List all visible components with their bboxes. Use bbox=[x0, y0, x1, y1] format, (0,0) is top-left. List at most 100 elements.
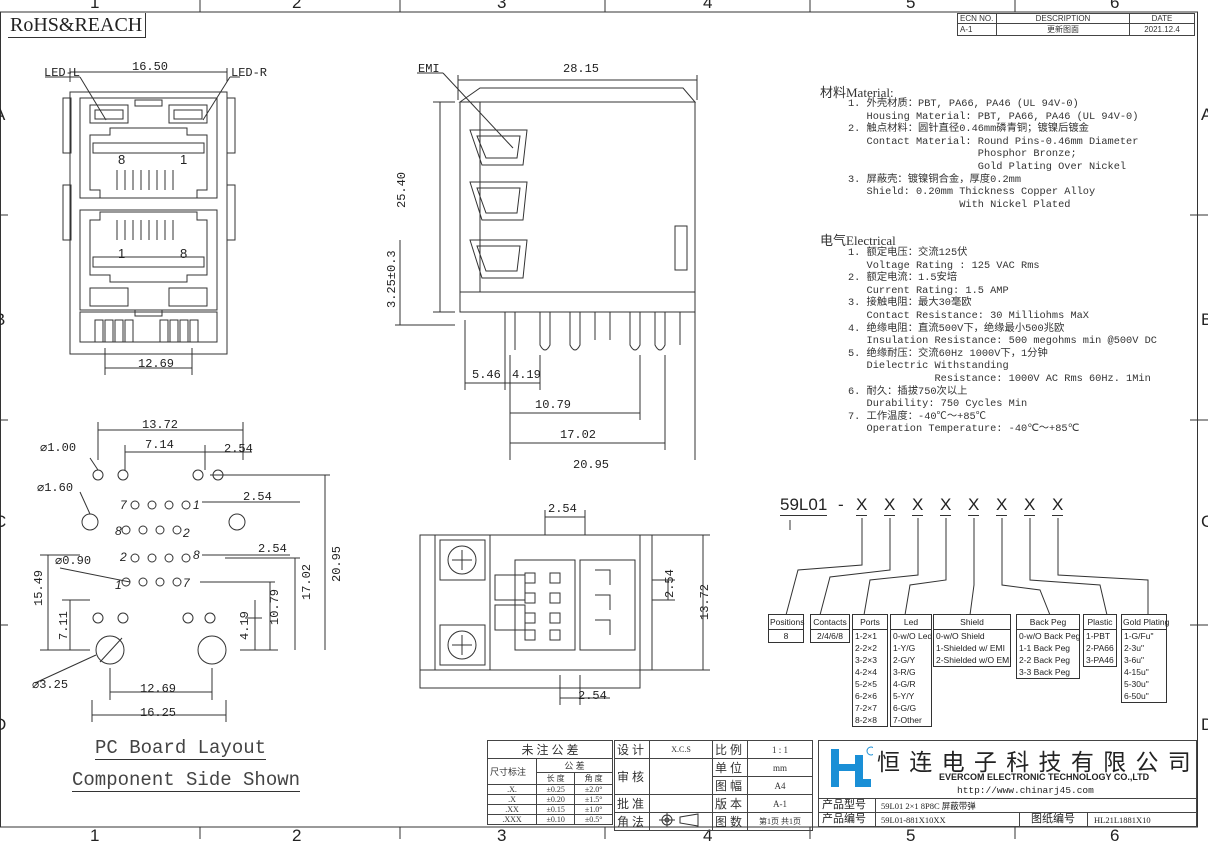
option-back-peg-v2: 1-1 Back Peg bbox=[1019, 643, 1071, 653]
option-shield-v2: 1-Shielded w/ EMI bbox=[936, 643, 1005, 653]
material-line-7: 3. 屏蔽壳：镀镍铜合金，厚度0.2mm bbox=[848, 173, 1021, 186]
pcb-hole-3-25: ⌀3.25 bbox=[32, 678, 69, 692]
option-positions-value: 8 bbox=[783, 631, 789, 641]
pcb-pin-7: 7 bbox=[120, 498, 127, 512]
option-ports: Ports 1-2×1 2-2×2 3-2×3 4-2×4 5-2×5 6-2×… bbox=[852, 614, 888, 727]
bottom-height-dim: 13.72 bbox=[698, 583, 712, 620]
option-plastic-v3: 3-PA46 bbox=[1086, 655, 1114, 665]
grid-num-3b: 3 bbox=[497, 826, 507, 845]
pcb-hole-1-00: ⌀1.00 bbox=[40, 441, 77, 455]
electrical-line-6: Contact Resistance: 30 Milliohms MaX bbox=[848, 309, 1089, 322]
tol-r2-c3: ±1.5° bbox=[574, 794, 613, 805]
tol-r2-c2: ±0.20 bbox=[535, 794, 576, 805]
code-label: 产品编号 bbox=[822, 813, 866, 825]
side-view-drawing bbox=[395, 72, 698, 460]
rev-head-ecn: ECN NO. bbox=[957, 13, 997, 24]
option-positions: Positions 8 bbox=[768, 614, 805, 643]
front-pitch-dim: 12.69 bbox=[138, 357, 175, 371]
material-line-5: Phosphor Bronze; bbox=[848, 148, 1077, 161]
option-gold-v4: 4-15u" bbox=[1124, 667, 1149, 677]
front-pin-8-bot: 8 bbox=[180, 246, 188, 261]
pcb-w-13-72: 13.72 bbox=[142, 418, 179, 432]
approval-unit-value: mm bbox=[747, 758, 813, 777]
option-shield: Shield 0-w/O Shield 1-Shielded w/ EMI 2-… bbox=[933, 614, 1012, 667]
model-value: 59L01 2×1 8P8C 屏蔽带弹 bbox=[881, 801, 976, 811]
rev-date: 2021.12.4 bbox=[1129, 23, 1195, 36]
approval-size-label: 图 幅 bbox=[712, 776, 748, 795]
electrical-line-1: 1. 额定电压：交流125伏 bbox=[848, 247, 968, 259]
revision-table: ECN NO. DESCRIPTION DATE A-1 更新图面 2021.1… bbox=[957, 13, 1195, 36]
option-led-v7: 6-G/G bbox=[893, 703, 917, 713]
company-block: 恒 连 电 子 科 技 有 限 公 司 EVERCOM ELECTRONIC T… bbox=[818, 740, 1197, 827]
material-line-2: Housing Material: PBT, PA66, PA46 (UL 94… bbox=[848, 110, 1139, 123]
front-pin-1-top: 1 bbox=[180, 152, 188, 167]
option-led-v1: 0-w/O Led bbox=[893, 631, 933, 641]
company-name-en: EVERCOM ELECTRONIC TECHNOLOGY CO.,LTD bbox=[939, 772, 1150, 782]
led-right-label: LED-R bbox=[231, 66, 268, 80]
bottom-bottom-dim: 2.54 bbox=[578, 689, 607, 703]
option-ports-title: Ports bbox=[853, 615, 887, 630]
material-lines: 1. 外壳材质：PBT, PA66, PA46 (UL 94V-0) Housi… bbox=[848, 98, 1138, 211]
material-line-1: 1. 外壳材质：PBT, PA66, PA46 (UL 94V-0) bbox=[848, 98, 1079, 110]
grid-num-2: 2 bbox=[292, 0, 302, 12]
grid-num-1b: 1 bbox=[90, 826, 100, 845]
emi-label: EMI bbox=[418, 62, 440, 76]
grid-letter-a-r: A bbox=[1201, 105, 1208, 124]
option-contacts: Contacts 2/4/6/8 bbox=[810, 614, 850, 643]
drawing-no-value: HL21L1881X10 bbox=[1094, 815, 1151, 825]
pcb-pin-8a: 8 bbox=[115, 524, 122, 538]
grid-num-4: 4 bbox=[703, 0, 713, 12]
part-slot-2: X bbox=[884, 495, 896, 516]
option-back-peg-v1: 0-w/O Back Peg bbox=[1019, 631, 1081, 641]
option-ports-v5: 5-2×5 bbox=[855, 679, 877, 689]
company-url: http://www.chinarj45.com bbox=[957, 785, 1094, 796]
part-slot-5: X bbox=[968, 495, 980, 516]
projection-icon bbox=[659, 813, 699, 827]
material-line-4: Contact Material: Round Pins-0.46mm Diam… bbox=[848, 135, 1139, 148]
material-heading: 材料Material: bbox=[820, 85, 894, 100]
option-back-peg-v3: 2-2 Back Peg bbox=[1019, 655, 1071, 665]
option-back-peg: Back Peg 0-w/O Back Peg 1-1 Back Peg 2-2… bbox=[1016, 614, 1080, 679]
rev-head-desc: DESCRIPTION bbox=[996, 13, 1130, 24]
electrical-line-7: 4. 绝缘电阻：直流500V下，绝缘最小500兆欧 bbox=[848, 322, 1065, 335]
tol-r4-c2: ±0.10 bbox=[535, 814, 576, 825]
grid-letter-b: B bbox=[0, 310, 5, 330]
side-dim-17-02: 17.02 bbox=[560, 428, 597, 442]
pcb-caption-1: PC Board Layout bbox=[95, 737, 267, 760]
option-led-v4: 3-R/G bbox=[893, 667, 916, 677]
electrical-line-8: Insulation Resistance: 500 megohms min @… bbox=[848, 335, 1157, 348]
option-plastic-v2: 2-PA66 bbox=[1086, 643, 1114, 653]
grid-num-1: 1 bbox=[90, 0, 100, 12]
grid-num-6: 6 bbox=[1110, 0, 1120, 12]
option-led-v2: 1-Y/G bbox=[893, 643, 916, 653]
approval-pages-value: 第1页 共1页 bbox=[747, 812, 813, 831]
electrical-line-12: 6. 耐久：插拔750次以上 bbox=[848, 385, 968, 398]
part-slot-7: X bbox=[1024, 495, 1036, 516]
material-line-3: 2. 触点材料：圆针直径0.46mm磷青铜；镀镍后镀金 bbox=[848, 123, 1089, 136]
tol-r1-c1: .X. bbox=[487, 784, 537, 795]
tol-r3-c3: ±1.0° bbox=[574, 804, 613, 815]
tolerance-sub: 公 差 bbox=[536, 758, 613, 773]
option-ports-v1: 1-2×1 bbox=[855, 631, 877, 641]
pcb-pin-1a: 1 bbox=[193, 498, 200, 512]
material-line-6: Gold Plating Over Nickel bbox=[848, 160, 1127, 173]
grid-num-6b: 6 bbox=[1110, 826, 1120, 845]
grid-letter-d-r: D bbox=[1201, 715, 1208, 734]
part-number-leaders bbox=[785, 518, 1149, 615]
approval-unit-label: 单 位 bbox=[712, 758, 748, 777]
pcb-b-12-69: 12.69 bbox=[140, 682, 177, 696]
drawing-no-label: 图纸编号 bbox=[1031, 813, 1075, 825]
pcb-pin-8b: 8 bbox=[193, 548, 200, 562]
pcb-h-4-19: 4.19 bbox=[238, 611, 252, 640]
pcb-pin-1b: 1 bbox=[115, 578, 122, 592]
electrical-line-5: 3. 接触电阻：最大30毫欧 bbox=[848, 297, 972, 310]
tolerance-ang-head: 角 度 bbox=[574, 772, 613, 785]
part-slot-3: X bbox=[912, 495, 924, 516]
approval-table: 设 计 X.C.S 比 例 1 : 1 审 核 单 位 mm 图 幅 A4 批 … bbox=[614, 740, 813, 831]
front-pin-1-bot: 1 bbox=[118, 246, 126, 261]
electrical-heading: 电气Electrical bbox=[820, 233, 896, 248]
side-dim-10-79: 10.79 bbox=[535, 398, 572, 412]
grid-letter-c: C bbox=[0, 512, 7, 531]
electrical-line-11: Resistance: 1000V AC Rms 60Hz. 1Min bbox=[848, 372, 1151, 385]
front-width-dim: 16.50 bbox=[132, 60, 169, 74]
